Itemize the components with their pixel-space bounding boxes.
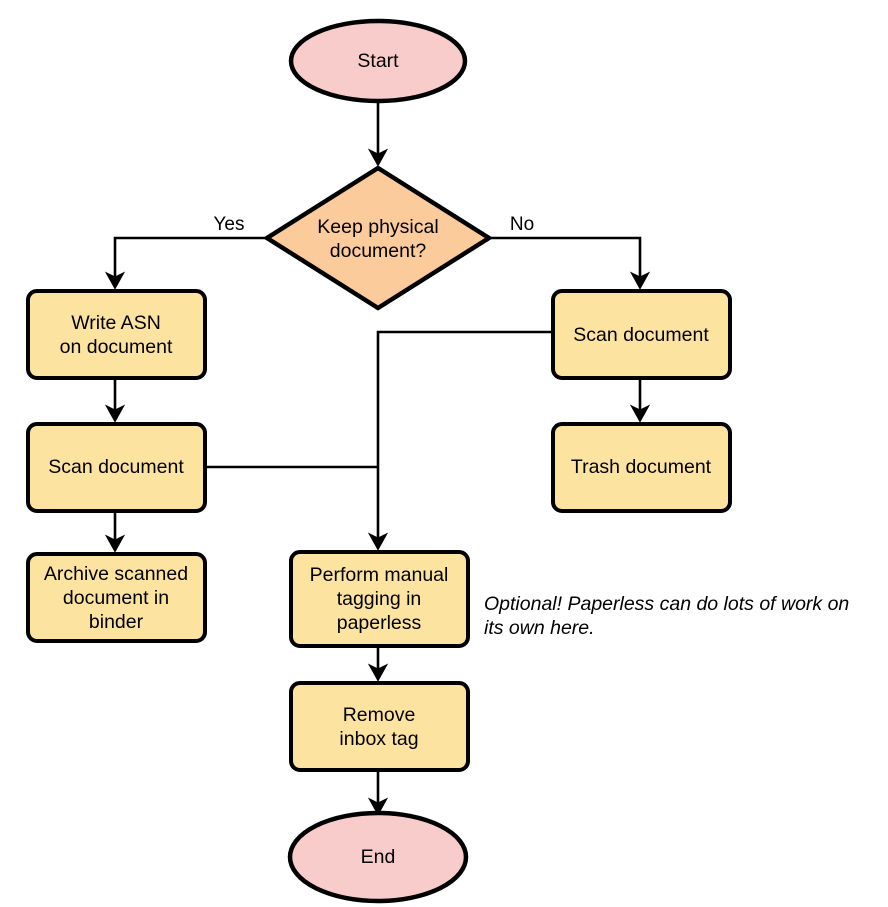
scan-document-left-label: Scan document xyxy=(48,456,184,478)
trash-document-box-shape xyxy=(551,422,732,513)
start-label: Start xyxy=(357,50,399,72)
start-ellipse-shape xyxy=(288,18,468,104)
edge-scan-right-to-manual-tagging xyxy=(367,330,551,551)
archive-label-line1: Archive scanned xyxy=(44,563,188,585)
edge-label-yes: Yes xyxy=(214,214,245,235)
trash-document-label: Trash document xyxy=(571,456,712,478)
edge-decision-no-to-scan-right xyxy=(490,236,651,290)
remove-inbox-tag-label-line1: Remove xyxy=(343,704,416,726)
node-start[interactable]: Start xyxy=(288,18,468,104)
manual-tagging-label-line3: paperless xyxy=(337,612,422,634)
write-asn-box-shape xyxy=(26,289,207,380)
manual-tagging-label-line1: Perform manual xyxy=(310,564,449,586)
edge-label-no: No xyxy=(510,214,534,235)
scan-document-left-box-shape xyxy=(26,422,207,513)
node-trash-document[interactable]: Trash document xyxy=(551,422,732,513)
node-scan-document-right[interactable]: Scan document xyxy=(551,289,732,380)
archive-label-line3: binder xyxy=(89,611,144,633)
node-write-asn-on-document[interactable]: Write ASN on document xyxy=(26,289,207,380)
archive-label-line2: document in xyxy=(63,587,169,609)
decision-label-line2: document? xyxy=(330,240,427,262)
manual-tagging-label-line2: tagging in xyxy=(337,588,422,610)
write-asn-label-line1: Write ASN xyxy=(71,312,161,334)
archive-box-shape xyxy=(26,552,207,643)
annotation-optional-note: Optional! Paperless can do lots of work … xyxy=(484,593,849,639)
scan-document-right-box-shape xyxy=(551,289,732,380)
decision-diamond-shape xyxy=(262,165,494,311)
decision-label-line1: Keep physical xyxy=(317,216,438,238)
edge-decision-yes-to-write-asn xyxy=(104,236,266,290)
end-label: End xyxy=(361,846,396,868)
node-end[interactable]: End xyxy=(287,810,469,904)
remove-inbox-tag-box-shape xyxy=(289,681,470,772)
write-asn-label-line2: on document xyxy=(60,336,173,358)
connector-layer xyxy=(104,103,651,816)
node-scan-document-left[interactable]: Scan document xyxy=(26,422,207,513)
node-decision-keep-physical-document[interactable]: Keep physical document? xyxy=(262,165,494,311)
optional-note-line2: its own here. xyxy=(484,617,595,639)
scan-document-right-label: Scan document xyxy=(573,324,709,346)
optional-note-line1: Optional! Paperless can do lots of work … xyxy=(484,593,849,615)
node-remove-inbox-tag[interactable]: Remove inbox tag xyxy=(289,681,470,772)
node-perform-manual-tagging[interactable]: Perform manual tagging in paperless xyxy=(289,550,470,648)
node-archive-scanned-document[interactable]: Archive scanned document in binder xyxy=(26,552,207,643)
end-ellipse-shape xyxy=(287,810,469,904)
remove-inbox-tag-label-line2: inbox tag xyxy=(339,728,418,750)
manual-tagging-box-shape xyxy=(289,550,470,648)
